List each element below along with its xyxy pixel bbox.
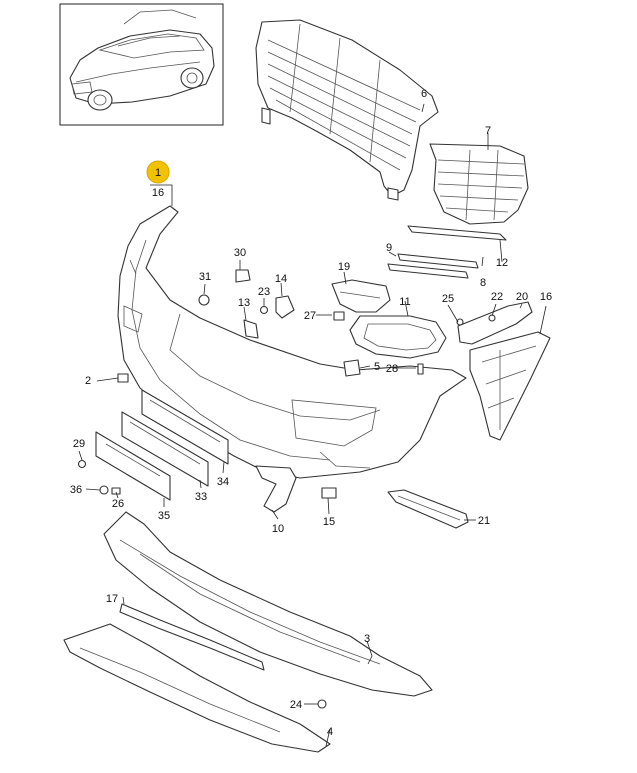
callout-30[interactable]: 30: [234, 247, 246, 259]
callout-17[interactable]: 17: [106, 593, 118, 605]
callout-16[interactable]: 16: [540, 291, 552, 303]
callout-9[interactable]: 9: [386, 242, 392, 254]
callout-3[interactable]: 3: [364, 633, 370, 645]
callout-22[interactable]: 22: [491, 291, 503, 303]
callout-10[interactable]: 10: [272, 523, 284, 535]
part-seal-strip: [119, 603, 265, 671]
callout-4[interactable]: 4: [327, 726, 333, 738]
callout-29[interactable]: 29: [73, 438, 85, 450]
part-bracket-20: [457, 301, 533, 345]
part-trim-strip: [407, 225, 507, 241]
part-light-strips: [387, 253, 479, 279]
part-bracket-19: [331, 279, 391, 313]
callout-8[interactable]: 8: [480, 277, 486, 289]
leader-lines: [78, 103, 547, 747]
callout-35[interactable]: 35: [158, 510, 170, 522]
part-upper-grille: [255, 19, 439, 201]
callout-20[interactable]: 20: [516, 291, 528, 303]
highlighted-part-marker[interactable]: 1 16: [146, 160, 170, 199]
part-plate-bracket-35: [95, 431, 171, 501]
callout-36[interactable]: 36: [70, 484, 82, 496]
highlight-sub-number: 16: [152, 187, 164, 199]
callout-23[interactable]: 23: [258, 286, 270, 298]
callout-33[interactable]: 33: [195, 491, 207, 503]
callout-26[interactable]: 26: [112, 498, 124, 510]
callout-labels: 2 3 4 5 6 7 8 9 10 11 12 13 14 15 16 17 …: [70, 88, 552, 738]
part-lower-trim: [387, 489, 469, 529]
callout-2[interactable]: 2: [85, 375, 91, 387]
part-bracket-16: [469, 331, 551, 441]
callout-12[interactable]: 12: [496, 257, 508, 269]
callout-14[interactable]: 14: [275, 273, 287, 285]
callout-21[interactable]: 21: [478, 515, 490, 527]
callout-34[interactable]: 34: [217, 476, 229, 488]
callout-7[interactable]: 7: [485, 125, 491, 137]
part-plate-bracket-33: [121, 411, 209, 487]
callout-31[interactable]: 31: [199, 271, 211, 283]
callout-28[interactable]: 28: [386, 363, 398, 375]
highlight-circle[interactable]: [146, 160, 170, 184]
part-side-grille: [429, 143, 529, 225]
callout-27[interactable]: 27: [304, 310, 316, 322]
part-undertray: [103, 511, 433, 697]
callout-6[interactable]: 6: [421, 88, 427, 100]
callout-5[interactable]: 5: [374, 361, 380, 373]
part-fog-light-frame: [349, 315, 447, 359]
part-lower-panel: [63, 623, 331, 753]
highlight-number[interactable]: 1: [155, 167, 161, 179]
callout-15[interactable]: 15: [323, 516, 335, 528]
callout-24[interactable]: 24: [290, 699, 302, 711]
part-plate-bracket-34: [141, 389, 229, 465]
callout-25[interactable]: 25: [442, 293, 454, 305]
part-bumper-cover: [117, 205, 467, 479]
part-air-duct: [255, 465, 297, 513]
vehicle-thumbnail: [59, 3, 224, 126]
callout-13[interactable]: 13: [238, 297, 250, 309]
callout-11[interactable]: 11: [399, 296, 410, 308]
car-illustration: [69, 9, 215, 111]
callout-19[interactable]: 19: [338, 261, 350, 273]
hardware-items: [77, 269, 496, 709]
